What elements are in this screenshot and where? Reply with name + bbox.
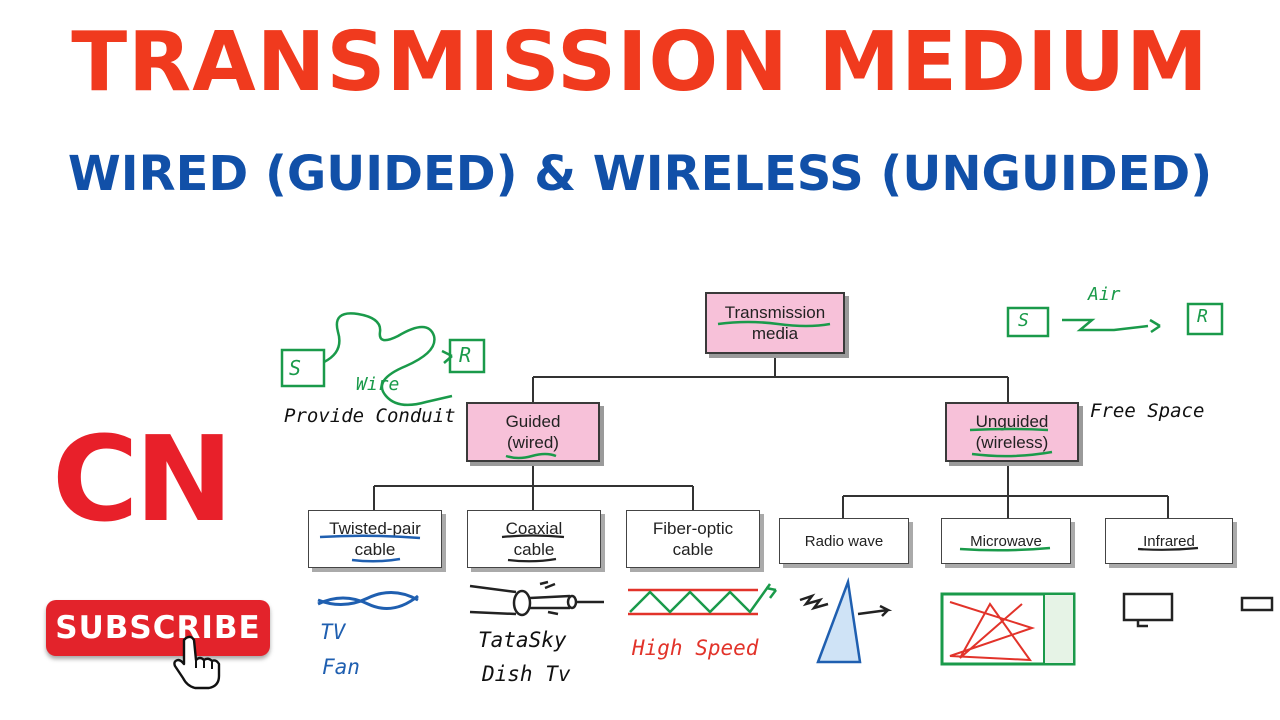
page-title: TRANSMISSION MEDIUM [71, 15, 1209, 110]
node-fiber-optic: Fiber-optic cable [626, 510, 760, 568]
note-tv: TV [320, 620, 346, 644]
node-coaxial-line1: Coaxial [505, 519, 563, 538]
node-root-line1: Transmission [724, 303, 826, 322]
note-tatasky: TataSky [478, 628, 567, 652]
remote-sketch [1240, 596, 1274, 612]
node-unguided: Unguided (wireless) [945, 402, 1079, 462]
underline-unguided [969, 427, 1049, 432]
note-receiver-r: R [459, 343, 472, 367]
node-coaxial: Coaxial cable [467, 510, 601, 568]
note-air-s: S [1018, 310, 1029, 331]
note-free-space: Free Space [1090, 400, 1205, 422]
node-guided: Guided (wired) [466, 402, 600, 462]
note-provide-conduit: Provide Conduit [284, 405, 456, 427]
note-fan: Fan [322, 655, 360, 679]
node-twisted-line1: Twisted-pair [329, 519, 421, 538]
node-radio-wave: Radio wave [779, 518, 909, 564]
sender-box-right [1006, 306, 1050, 338]
underline-twisted-cable [351, 557, 401, 563]
pointer-hand-icon [173, 635, 221, 690]
underline-coaxial-cable [507, 557, 557, 563]
receiver-box-left [448, 338, 486, 374]
node-radio-label: Radio wave [804, 532, 884, 550]
subscribe-button[interactable]: SUBSCRIBE [46, 600, 270, 656]
node-twisted-line2: cable [354, 540, 396, 559]
cn-logo: CN [52, 410, 233, 548]
coaxial-sketch [469, 580, 604, 617]
node-fiber-line2: cable [672, 540, 714, 559]
node-coaxial-line2: cable [513, 540, 555, 559]
page-subtitle: WIRED (GUIDED) & WIRELESS (UNGUIDED) [67, 146, 1213, 202]
note-wire: Wire [356, 374, 400, 395]
twisted-pair-sketch [317, 594, 419, 610]
note-sender-s: S [289, 356, 302, 380]
underline-twisted [319, 534, 421, 540]
microwave-oven-sketch [940, 592, 1076, 666]
radio-tower-sketch [799, 577, 893, 664]
infrared-tv-sketch [1122, 592, 1274, 628]
node-infrared-label: Infrared [1143, 532, 1195, 550]
node-infrared: Infrared [1105, 518, 1233, 564]
node-unguided-line1: Unguided [975, 412, 1049, 431]
note-air: Air [1088, 284, 1121, 305]
underline-transmission [717, 320, 831, 328]
note-dish-tv: Dish Tv [482, 662, 571, 686]
fiber-optic-sketch [628, 583, 777, 616]
node-microwave: Microwave [941, 518, 1071, 564]
air-arrow [1062, 318, 1149, 332]
underline-microwave [959, 546, 1051, 552]
note-high-speed: High Speed [632, 636, 759, 660]
node-microwave-label: Microwave [970, 532, 1042, 550]
node-unguided-line2: (wireless) [975, 433, 1049, 452]
subscribe-label: SUBSCRIBE [55, 610, 261, 646]
underline-coaxial [501, 534, 565, 539]
node-guided-line1: Guided [505, 412, 561, 431]
underline-wired [505, 452, 557, 460]
node-fiber-line1: Fiber-optic [652, 519, 734, 538]
sender-box-left [280, 348, 326, 388]
node-guided-line2: (wired) [507, 433, 559, 452]
underline-infrared [1137, 546, 1199, 551]
underline-wireless [971, 450, 1053, 458]
note-air-r: R [1197, 306, 1208, 327]
receiver-box-right [1186, 302, 1224, 336]
node-root-line2: media [751, 324, 799, 343]
wire-curve [323, 312, 453, 407]
